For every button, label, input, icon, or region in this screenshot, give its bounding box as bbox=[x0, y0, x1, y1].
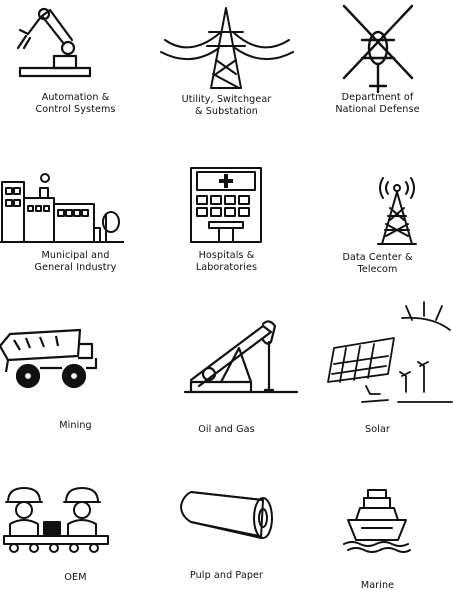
tile-automation: Automation & Control Systems bbox=[0, 0, 151, 148]
industry-label: Utility, Switchgear & Substation bbox=[181, 94, 272, 117]
industry-label: Department of National Defense bbox=[335, 92, 420, 115]
mining-truck-icon bbox=[0, 296, 151, 406]
industry-label: Pulp and Paper bbox=[189, 570, 264, 581]
tile-solar: Solar bbox=[302, 296, 453, 444]
tile-utility: Utility, Switchgear & Substation bbox=[151, 0, 302, 148]
industry-label: Municipal and General Industry bbox=[34, 250, 117, 273]
industry-label: Automation & Control Systems bbox=[35, 92, 116, 115]
industry-label: Solar bbox=[365, 424, 390, 435]
tile-defense: Department of National Defense bbox=[302, 0, 453, 148]
robot-arm-icon bbox=[0, 0, 151, 110]
antenna-tower-icon bbox=[302, 148, 453, 258]
tile-mining: Mining bbox=[0, 296, 151, 444]
tile-pulppaper: Pulp and Paper bbox=[151, 444, 302, 592]
power-tower-icon bbox=[151, 0, 302, 110]
industry-label: Marine bbox=[360, 580, 395, 591]
tile-municipal: Municipal and General Industry bbox=[0, 148, 151, 296]
industry-label: Hospitals & Laboratories bbox=[195, 250, 258, 273]
industry-label: Mining bbox=[59, 420, 92, 431]
tile-hospitals: Hospitals & Laboratories bbox=[151, 148, 302, 296]
tile-oem: OEM bbox=[0, 444, 151, 592]
tile-datacenter: Data Center & Telecom bbox=[302, 148, 453, 296]
tile-marine: Marine bbox=[302, 444, 453, 592]
ship-icon bbox=[302, 444, 453, 554]
pump-jack-icon bbox=[151, 296, 302, 406]
paper-roll-icon bbox=[151, 444, 302, 554]
industry-label: OEM bbox=[64, 572, 87, 583]
tile-oilgas: Oil and Gas bbox=[151, 296, 302, 444]
factory-icon bbox=[0, 148, 151, 258]
industry-label: Data Center & Telecom bbox=[342, 252, 413, 275]
industry-label: Oil and Gas bbox=[198, 424, 255, 435]
solar-panel-icon bbox=[302, 296, 453, 406]
workers-conveyor-icon bbox=[0, 444, 151, 554]
hospital-icon bbox=[151, 148, 302, 258]
helicopter-icon bbox=[302, 0, 453, 110]
